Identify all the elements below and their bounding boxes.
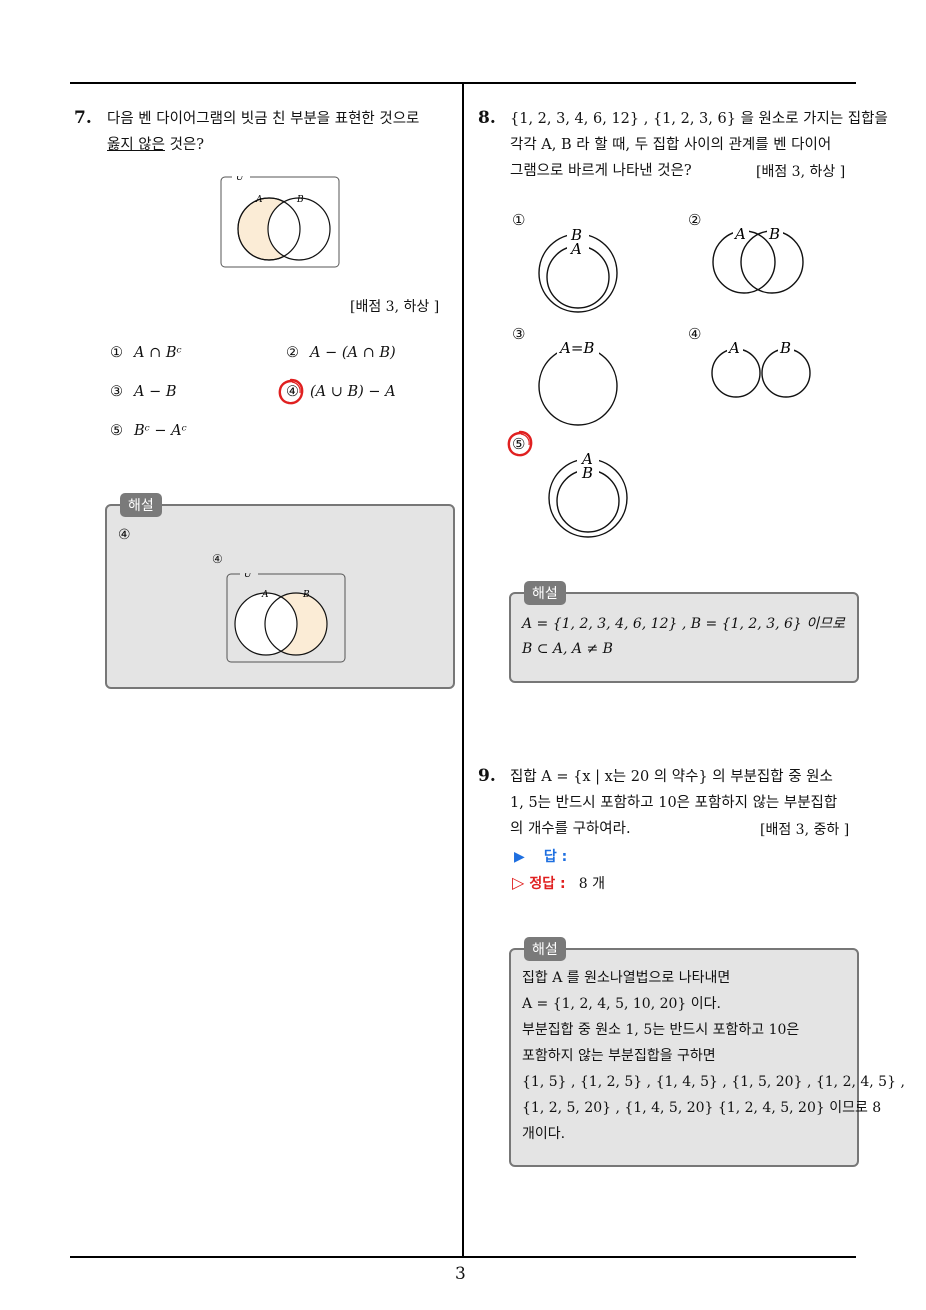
q8-option-1-num[interactable]: ① bbox=[512, 211, 526, 229]
q7-solution-box bbox=[105, 504, 455, 689]
q8-solution-box bbox=[509, 592, 859, 683]
q8-option-4-diagram[interactable]: A B bbox=[708, 340, 812, 400]
q7-solution-figure-label: ④ bbox=[212, 552, 223, 566]
q7-venn-circle-b bbox=[267, 197, 331, 261]
q9-solution-line-6: {1, 2, 5, 20} , {1, 4, 5, 20} {1, 2, 4, … bbox=[522, 1100, 882, 1116]
q7-solution-label-a: A bbox=[261, 590, 269, 600]
q7-solution-tag: 해설 bbox=[120, 493, 162, 517]
q9-line3: 의 개수를 구하여라. bbox=[510, 821, 631, 837]
q7-venn-circle-b-fill bbox=[268, 198, 330, 260]
q9-solution-line-3: 부분집합 중 원소 1, 5는 반드시 포함하고 10은 bbox=[522, 1022, 800, 1038]
q8-option-4-num[interactable]: ④ bbox=[688, 325, 702, 343]
q8-option-5-diagram[interactable]: A B bbox=[543, 450, 633, 540]
q8-option-5-label-b: B bbox=[581, 464, 593, 482]
q7-solution-label-u: U bbox=[244, 573, 252, 580]
q9-solution-line-5: {1, 5} , {1, 2, 5} , {1, 4, 5} , {1, 5, … bbox=[522, 1074, 905, 1090]
q9-correct-row: ▷ 정답 : 8 개 bbox=[512, 873, 605, 893]
q9-line2: 1, 5는 반드시 포함하고 10은 포함하지 않는 부분집합 bbox=[510, 795, 838, 811]
q8-meta: [배점 3, 하상 ] bbox=[756, 164, 846, 180]
q8-option-2-num[interactable]: ② bbox=[688, 211, 702, 229]
q9-number: 9. bbox=[478, 766, 496, 786]
q7-venn-label-u: U bbox=[236, 176, 244, 183]
q8-line2: 각각 A, B 라 할 때, 두 집합 사이의 관계를 벤 다이어 bbox=[510, 137, 832, 153]
answer-arrow-icon: ▶ bbox=[514, 849, 525, 865]
q7-solution-answer: ④ bbox=[118, 527, 131, 543]
q8-option-4-label-b: B bbox=[779, 340, 791, 357]
q7-line2: 옳지 않은 것은? bbox=[107, 132, 204, 158]
q7-venn-label-b: B bbox=[296, 195, 304, 205]
q9-solution-box bbox=[509, 948, 859, 1167]
q7-venn-circle-a-outline bbox=[237, 197, 301, 261]
q7-venn-label-a: A bbox=[255, 195, 263, 205]
bottom-rule bbox=[70, 1256, 856, 1258]
page-number: 3 bbox=[455, 1264, 466, 1284]
q8-option-3-num[interactable]: ③ bbox=[512, 325, 526, 343]
q8-option-1-diagram[interactable]: B A bbox=[533, 224, 623, 314]
q9-solution-tag: 해설 bbox=[524, 937, 566, 961]
q7-choice-4[interactable]: ④(A ∪ B) − A bbox=[286, 384, 396, 400]
q9-correct-value: 8 개 bbox=[578, 876, 605, 892]
q8-solution-tag: 해설 bbox=[524, 581, 566, 605]
q9-answer-label: 답 : bbox=[543, 849, 568, 865]
q8-option-1-label-a: A bbox=[569, 240, 582, 258]
q8-solution-line2: B ⊂ A, A ≠ B bbox=[522, 641, 613, 657]
q8-line1: {1, 2, 3, 4, 6, 12} , {1, 2, 3, 6} 을 원소로… bbox=[510, 111, 888, 127]
q9-meta: [배점 3, 중하 ] bbox=[760, 822, 850, 838]
q7-solution-circle-b bbox=[264, 592, 328, 656]
q9-solution-line-7: 개이다. bbox=[522, 1126, 566, 1142]
q8-solution-line1: A = {1, 2, 3, 4, 6, 12} , B = {1, 2, 3, … bbox=[522, 616, 845, 632]
q8-option-3-label: A=B bbox=[558, 340, 594, 357]
q8-option-3-diagram[interactable]: A=B bbox=[533, 340, 623, 428]
q9-correct-label: 정답 : bbox=[529, 876, 566, 892]
q9-solution-line-4: 포함하지 않는 부분집합을 구하면 bbox=[522, 1048, 716, 1064]
q8-option-5-label-a: A bbox=[580, 450, 593, 468]
q7-solution-venn-diagram: U A B bbox=[226, 573, 346, 663]
q8-number: 8. bbox=[478, 108, 496, 128]
q7-solution-label-b: B bbox=[302, 590, 310, 600]
q7-venn-diagram: U A B bbox=[220, 176, 340, 268]
q9-line1: 집합 A = {x | x는 20 의 약수} 의 부분집합 중 원소 bbox=[510, 769, 833, 785]
q8-option-1-label-b: B bbox=[570, 226, 582, 244]
q7-meta: [배점 3, 하상 ] bbox=[350, 299, 440, 315]
q7-line1: 다음 벤 다이어그램의 빗금 친 부분을 표현한 것으로 bbox=[107, 111, 420, 127]
q9-solution-line-2: A = {1, 2, 4, 5, 10, 20} 이다. bbox=[522, 996, 721, 1012]
q9-solution-line-1: 집합 A 를 원소나열법으로 나타내면 bbox=[522, 970, 731, 986]
q8-option-4-label-a: A bbox=[727, 340, 740, 357]
q7-line2-rest: 것은? bbox=[164, 137, 205, 153]
q8-option-2-label-a: A bbox=[733, 226, 746, 243]
q8-option-5-num[interactable]: ⑤ bbox=[512, 435, 526, 453]
q9-answer-row[interactable]: ▶ 답 : bbox=[514, 846, 567, 866]
q7-answer-mark-icon bbox=[278, 378, 304, 405]
q8-option-2-label-b: B bbox=[768, 226, 780, 243]
q7-number: 7. bbox=[74, 108, 92, 128]
column-divider bbox=[462, 82, 464, 1257]
q7-not-correct-underline: 옳지 않은 bbox=[107, 137, 165, 153]
q8-option-2-diagram[interactable]: A B bbox=[706, 226, 810, 298]
q8-answer-mark-icon bbox=[507, 430, 533, 457]
correct-arrow-icon: ▷ bbox=[512, 873, 525, 892]
q7-solution-circle-a bbox=[234, 592, 298, 656]
q8-line3: 그램으로 바르게 나타낸 것은? bbox=[510, 163, 692, 179]
